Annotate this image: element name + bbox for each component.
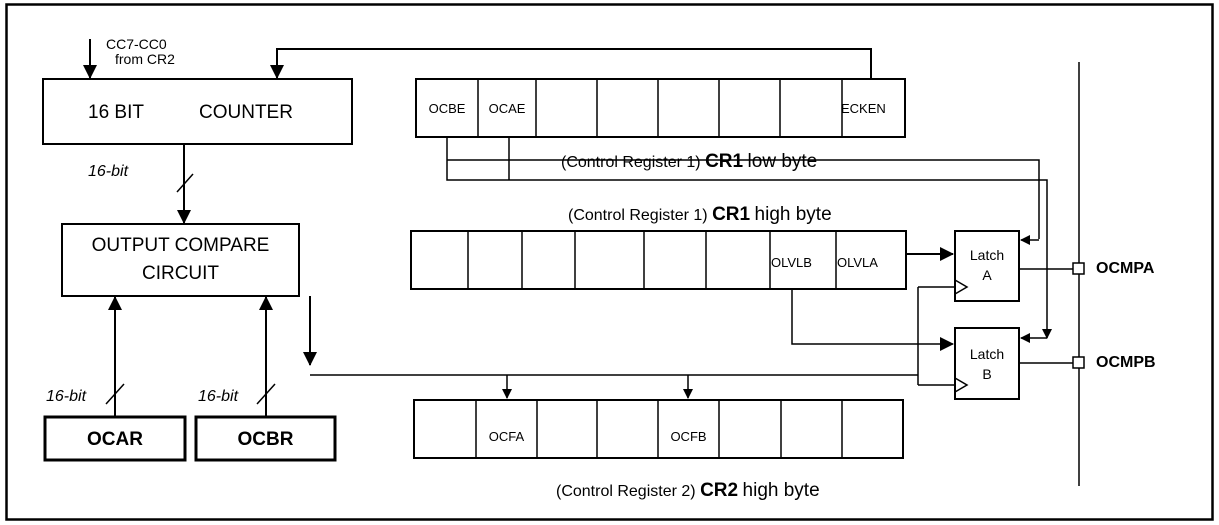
cr1-low-caption: (Control Register 1) CR1 low byte (561, 152, 817, 171)
latch-a-clock-triangle (954, 279, 969, 295)
cr1-low-caption-prefix: (Control Register 1) (561, 154, 701, 171)
cr1-high-caption: (Control Register 1) CR1 high byte (568, 205, 832, 224)
cr1-high-bit-olvlb: OLVLB (771, 255, 812, 270)
ocar-label: OCAR (87, 429, 143, 450)
ocmpb-pin (1072, 356, 1085, 369)
ocar-bus-label: 16-bit (46, 388, 87, 405)
cr2-high-register (413, 399, 904, 459)
compare-circuit-box (61, 223, 300, 297)
cr2-high-caption-prefix: (Control Register 2) (556, 483, 696, 500)
cr1-low-register (415, 78, 906, 138)
ocbr-bus-label: 16-bit (198, 388, 239, 405)
cr1-high-caption-prefix: (Control Register 1) (568, 207, 708, 224)
bus-slash-ocbr (256, 383, 276, 405)
ocbr-box (194, 415, 337, 462)
cr1-low-caption-reg: CR1 (705, 151, 744, 172)
cr2-high-caption: (Control Register 2) CR2 high byte (556, 481, 820, 500)
cr1-low-bit-ocbe: OCBE (428, 101, 466, 116)
ocmpa-pin-label: OCMPA (1096, 260, 1155, 277)
cr1-high-caption-reg: CR1 (712, 204, 751, 225)
counter-box (42, 78, 353, 145)
cr1-low-caption-suffix: low byte (747, 151, 818, 172)
olvlb-wire (791, 289, 954, 351)
cc-input-label: CC7-CC0 (106, 36, 167, 52)
cr1-high-register (410, 230, 907, 290)
counter-label: COUNTER (199, 102, 293, 123)
compare-label-line2: CIRCUIT (141, 263, 220, 284)
latch-a-label-line1: Latch (969, 247, 1005, 263)
counter-label-bits: 16 BIT (88, 102, 144, 123)
cr1-high-caption-suffix: high byte (754, 204, 832, 225)
ocbe-enable-wire (446, 138, 1052, 339)
cr2-high-bit-ocfb: OCFB (670, 429, 707, 444)
latch-b-label-line2: B (982, 366, 992, 382)
latch-b-box (954, 327, 1020, 400)
cr1-high-bit-olvla: OLVLA (837, 255, 878, 270)
latch-b-clock-triangle (954, 377, 969, 393)
cr1-low-bit-ecken: ECKEN (841, 101, 886, 116)
outer-frame (5, 3, 1214, 521)
latch-a-label-line2: A (982, 267, 992, 283)
cr2-high-caption-suffix: high byte (742, 480, 820, 501)
ocmpb-pin-label: OCMPB (1096, 354, 1156, 371)
cr2-high-bit-ocfa: OCFA (488, 429, 525, 444)
ocbe-to-latch-a-wire (447, 159, 1040, 239)
ocbr-label: OCBR (237, 429, 294, 450)
cr2-high-caption-reg: CR2 (700, 480, 739, 501)
bus-slash-ocar (105, 383, 125, 405)
compare-label-line1: OUTPUT COMPARE (91, 235, 270, 256)
bus-slash-counter (176, 173, 194, 193)
cc-input-source-label: from CR2 (115, 51, 175, 67)
cr1-low-bit-ocae: OCAE (488, 101, 526, 116)
ocar-box (43, 415, 187, 462)
latch-a-box (954, 230, 1020, 302)
ecken-feedback-arrow (270, 48, 872, 80)
ocmpa-pin (1072, 262, 1085, 275)
latch-b-label-line1: Latch (969, 346, 1005, 362)
counter-bus-label: 16-bit (88, 163, 129, 180)
